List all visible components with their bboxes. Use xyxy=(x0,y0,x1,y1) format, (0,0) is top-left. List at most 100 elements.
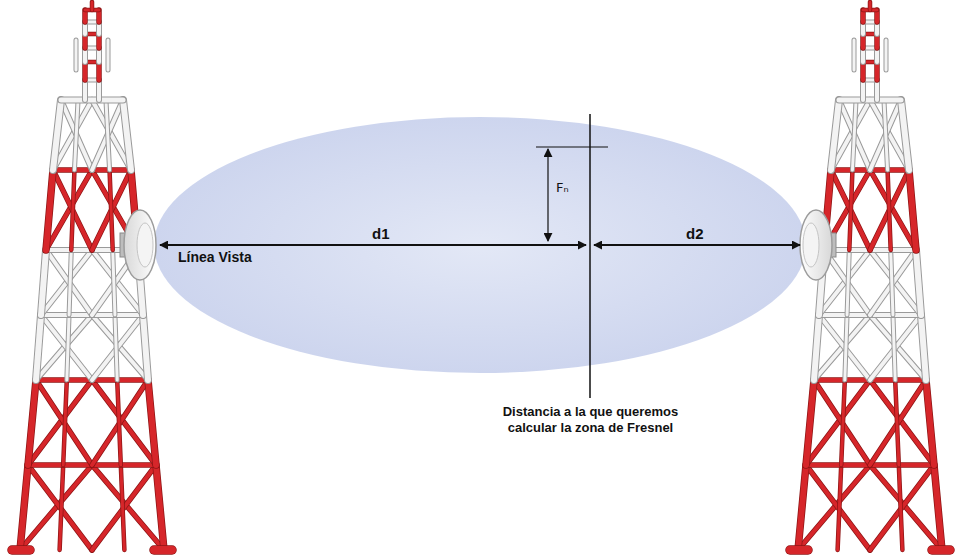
tower-member xyxy=(92,315,148,380)
tower-member xyxy=(63,380,67,465)
tower-member xyxy=(806,380,814,465)
tower-member xyxy=(154,545,172,555)
tower-member xyxy=(831,100,839,170)
tower-member xyxy=(61,98,123,102)
tower-member xyxy=(92,380,148,465)
tower-member xyxy=(891,250,893,315)
tower-member xyxy=(926,380,934,465)
tower-member xyxy=(893,315,895,380)
tower-member xyxy=(71,170,74,250)
tower-member xyxy=(60,465,64,550)
tower-member xyxy=(845,315,847,380)
tower-member xyxy=(113,250,115,315)
tower-member xyxy=(909,170,916,250)
tower-member xyxy=(36,380,92,465)
tower-member xyxy=(868,2,873,10)
tower-member xyxy=(36,315,41,380)
tower-member xyxy=(806,465,870,550)
tower-member xyxy=(92,100,131,170)
tower-member xyxy=(870,465,934,550)
tower-member xyxy=(28,465,92,550)
tower-member xyxy=(28,380,36,465)
tower-member xyxy=(53,100,92,170)
tower-member xyxy=(838,465,842,550)
tower-member xyxy=(798,465,870,550)
tower-member xyxy=(870,380,934,465)
tower-member xyxy=(870,315,926,380)
fn-tick xyxy=(536,146,608,147)
tower-member xyxy=(82,80,88,100)
tower-member xyxy=(870,465,934,550)
tower-member xyxy=(71,170,74,250)
tower-member xyxy=(106,40,111,70)
tower-member xyxy=(934,465,942,550)
tower-member xyxy=(916,250,921,315)
tower-member xyxy=(870,380,926,465)
tower-member xyxy=(53,100,61,170)
tower-member xyxy=(41,250,92,315)
tower-member xyxy=(806,380,814,465)
tower-member xyxy=(53,100,92,170)
right-dish xyxy=(800,210,836,280)
tower-member xyxy=(156,465,164,550)
tower-member xyxy=(53,170,92,250)
tower-member xyxy=(860,80,866,100)
tower-member xyxy=(790,545,808,555)
tower-member xyxy=(831,100,870,170)
tower-member xyxy=(115,315,117,380)
tower-member xyxy=(92,465,164,550)
tower-member xyxy=(819,315,870,380)
tower-member xyxy=(107,40,110,70)
tower-member xyxy=(921,315,926,380)
tower-member xyxy=(852,40,857,70)
tower-member xyxy=(148,380,156,465)
tower-member xyxy=(888,170,891,250)
tower-member xyxy=(870,250,916,315)
tower-member xyxy=(92,380,156,465)
tower-member xyxy=(92,465,164,550)
tower-member xyxy=(845,315,847,380)
tower-member xyxy=(61,100,92,170)
tower-member xyxy=(870,250,921,315)
tower-member xyxy=(67,315,69,380)
tower-member xyxy=(143,315,148,380)
tower-member xyxy=(115,315,117,380)
tower-member xyxy=(20,465,28,550)
tower-member xyxy=(83,80,87,100)
tower-member xyxy=(92,315,143,380)
tower-member xyxy=(92,380,156,465)
tower-member xyxy=(838,465,842,550)
tower-member xyxy=(895,380,899,465)
tower-member xyxy=(41,250,46,315)
tower-member xyxy=(106,100,110,170)
tower-member xyxy=(831,100,839,170)
tower-member xyxy=(123,100,131,170)
tower-member xyxy=(41,250,92,315)
fn-dimension xyxy=(547,149,548,241)
tower-member xyxy=(870,100,901,170)
tower-member xyxy=(814,315,870,380)
tower-member xyxy=(28,380,92,465)
tower-member xyxy=(20,465,92,550)
tower-member xyxy=(893,315,895,380)
d1-dimension xyxy=(160,244,586,246)
tower-member xyxy=(61,98,123,103)
tower-member xyxy=(926,380,934,465)
tower-member xyxy=(117,380,121,465)
tower-member xyxy=(46,170,53,250)
tower-member xyxy=(870,100,901,170)
tower-member xyxy=(41,315,92,380)
tower-member xyxy=(839,100,870,170)
tower-member xyxy=(885,40,888,70)
tower-member xyxy=(852,100,856,170)
tower-member xyxy=(870,100,909,170)
tower-member xyxy=(113,250,115,315)
tower-member xyxy=(96,80,102,100)
tower-member xyxy=(28,380,92,465)
tower-member xyxy=(154,546,172,554)
tower-member xyxy=(884,100,888,170)
tower-member xyxy=(92,465,156,550)
tower-member xyxy=(831,100,870,170)
tower-member xyxy=(932,545,950,555)
tower-member xyxy=(901,100,909,170)
